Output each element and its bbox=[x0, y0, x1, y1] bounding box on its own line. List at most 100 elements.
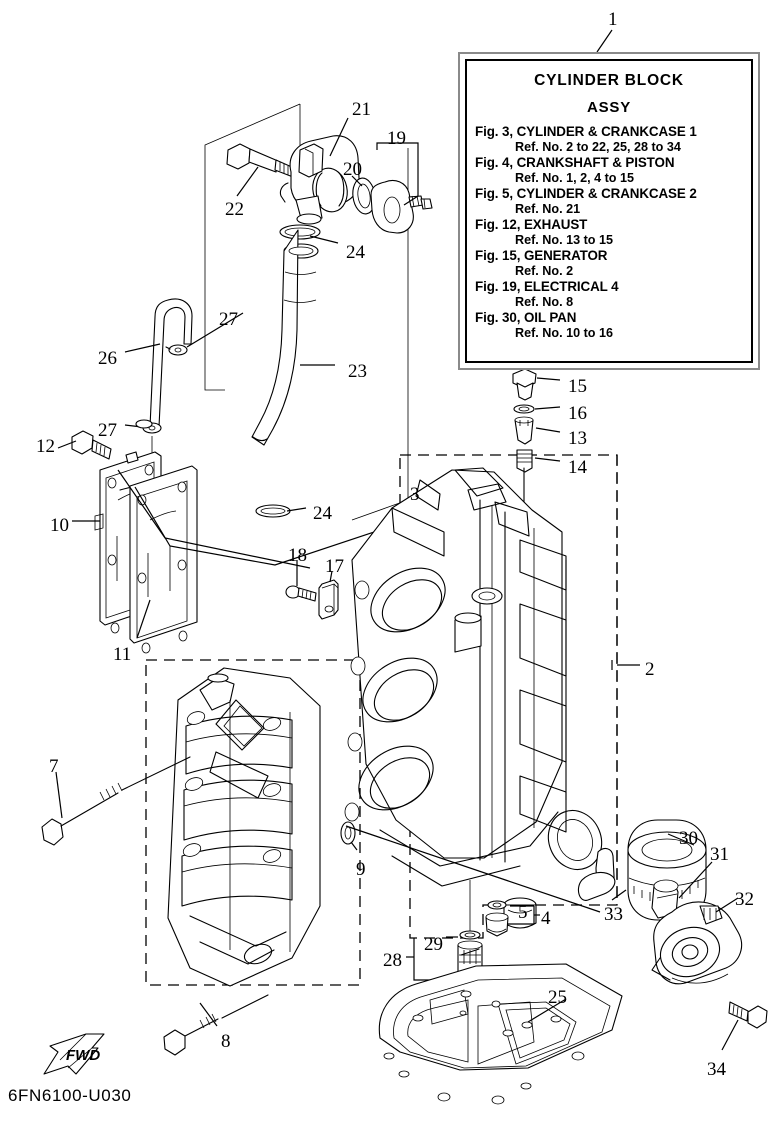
leader-27-upper bbox=[186, 312, 244, 348]
legend-fig: Fig. 4, CRANKSHAFT & PISTON bbox=[475, 155, 675, 170]
callout-4: 4 bbox=[541, 908, 551, 929]
legend-fig: Fig. 30, OIL PAN bbox=[475, 310, 577, 325]
fwd-label: FWD bbox=[66, 1047, 100, 1064]
legend-fig: Fig. 12, EXHAUST bbox=[475, 217, 588, 232]
legend-entry: Fig. 15, GENERATOR Ref. No. 2 bbox=[475, 248, 743, 279]
legend-fig: Fig. 15, GENERATOR bbox=[475, 248, 608, 263]
leader-7 bbox=[55, 771, 63, 819]
callout-24: 24 bbox=[313, 503, 332, 524]
part-27-clamp-cover bbox=[135, 419, 153, 429]
leader-2 bbox=[611, 660, 640, 670]
legend-entry: Fig. 5, CYLINDER & CRANKCASE 2 Ref. No. … bbox=[475, 186, 743, 217]
legend-fig: Fig. 5, CYLINDER & CRANKCASE 2 bbox=[475, 186, 697, 201]
legend-entry: Fig. 30, OIL PAN Ref. No. 10 to 16 bbox=[475, 310, 743, 341]
callout-9: 9 bbox=[356, 859, 366, 880]
leader-33 bbox=[345, 825, 627, 913]
part-31-filter-adapter bbox=[651, 879, 679, 919]
legend-ref: Ref. No. 13 to 15 bbox=[515, 232, 613, 247]
callout-8: 8 bbox=[221, 1031, 231, 1052]
legend-subtitle: ASSY bbox=[586, 99, 632, 116]
callout-15: 15 bbox=[568, 376, 587, 397]
leader-31 bbox=[678, 861, 713, 899]
callout-3: 3 bbox=[410, 484, 420, 505]
legend-inner-frame: CYLINDER BLOCK ASSY Fig. 3, CYLINDER & C… bbox=[465, 59, 753, 363]
legend-ref: Ref. No. 1, 2, 4 to 15 bbox=[515, 170, 634, 185]
part-29-oring bbox=[459, 930, 481, 940]
legend-entry: Fig. 4, CRANKSHAFT & PISTON Ref. No. 1, … bbox=[475, 155, 743, 186]
part-23-water-tube bbox=[251, 229, 319, 446]
callout-7: 7 bbox=[49, 756, 59, 777]
part-22-bolt bbox=[226, 143, 295, 178]
legend-fig: Fig. 19, ELECTRICAL 4 bbox=[475, 279, 619, 294]
callout-24: 24 bbox=[346, 242, 365, 263]
leader-24-upper bbox=[309, 235, 339, 244]
callout-19: 19 bbox=[387, 128, 406, 149]
callout-27: 27 bbox=[219, 309, 238, 330]
callout-33: 33 bbox=[604, 904, 623, 925]
part-crankcase-body bbox=[167, 667, 321, 987]
leader-26 bbox=[124, 343, 161, 353]
part-25-base-gasket bbox=[378, 963, 623, 1105]
part-15-bolt bbox=[512, 368, 537, 401]
leader-4-5 bbox=[508, 905, 540, 925]
leader-16 bbox=[534, 406, 561, 410]
legend-ref: Ref. No. 21 bbox=[515, 201, 581, 216]
sheet-part-number: 6FN6100-U030 bbox=[8, 1086, 132, 1105]
legend-box: CYLINDER BLOCK ASSY Fig. 3, CYLINDER & C… bbox=[458, 52, 760, 370]
part-13-spacer bbox=[514, 416, 534, 445]
leader-14 bbox=[534, 457, 561, 462]
legend-entry: Fig. 3, CYLINDER & CRANKCASE 1 Ref. No. … bbox=[475, 124, 743, 155]
part-2-cylinder-block bbox=[344, 467, 603, 929]
part-26-hose bbox=[149, 298, 193, 428]
callout-21: 21 bbox=[352, 99, 371, 120]
legend-title: CYLINDER BLOCK bbox=[534, 72, 684, 89]
legend-entry: Fig. 12, EXHAUST Ref. No. 13 to 15 bbox=[475, 217, 743, 248]
part-7-bolt bbox=[41, 756, 191, 846]
part-27-clamp-upper bbox=[165, 344, 188, 356]
part-9-oring bbox=[340, 821, 356, 845]
callout-5: 5 bbox=[518, 902, 528, 923]
legend-ref: Ref. No. 2 to 22, 25, 28 to 34 bbox=[515, 139, 681, 154]
part-17-anode bbox=[318, 579, 339, 620]
callout-31: 31 bbox=[710, 844, 729, 865]
leader-19 bbox=[376, 142, 419, 206]
part-24-oring-upper bbox=[279, 224, 321, 240]
callout-34: 34 bbox=[707, 1059, 726, 1080]
leader-21 bbox=[329, 117, 349, 157]
part-5-washer bbox=[487, 900, 507, 910]
callout-17: 17 bbox=[325, 556, 344, 577]
leader-8 bbox=[199, 1002, 218, 1027]
part-33-dowel-pins bbox=[577, 847, 616, 901]
part-34-bolt bbox=[728, 1001, 768, 1029]
part-14-bolt bbox=[516, 449, 533, 511]
callout-16: 16 bbox=[568, 403, 587, 424]
leader-32 bbox=[715, 897, 739, 913]
leader-11 bbox=[136, 599, 151, 639]
callout-28: 28 bbox=[383, 950, 402, 971]
leader-internal-b bbox=[134, 486, 411, 566]
callout-29: 29 bbox=[424, 934, 443, 955]
part-32-filter-bracket bbox=[651, 901, 743, 985]
part-21-thermostat-housing bbox=[279, 135, 360, 225]
part-4-drain-plug bbox=[485, 912, 509, 937]
callout-12: 12 bbox=[36, 436, 55, 457]
legend-ref: Ref. No. 10 to 16 bbox=[515, 325, 613, 340]
leader-20 bbox=[351, 175, 363, 187]
callout-27: 27 bbox=[98, 420, 117, 441]
callout-2: 2 bbox=[645, 659, 655, 680]
callout-23: 23 bbox=[348, 361, 367, 382]
part-16-washer bbox=[513, 404, 535, 414]
part-30-oil-filter bbox=[627, 819, 707, 921]
callout-18: 18 bbox=[288, 545, 307, 566]
part-19-thermostat-cover bbox=[370, 179, 433, 234]
legend-ref: Ref. No. 2 bbox=[515, 263, 574, 278]
callout-22: 22 bbox=[225, 199, 244, 220]
leader-12 bbox=[57, 440, 77, 449]
leader-9 bbox=[350, 841, 358, 851]
callout-32: 32 bbox=[735, 889, 754, 910]
callout-1: 1 bbox=[608, 9, 618, 30]
part-11-exhaust-gasket bbox=[129, 465, 198, 654]
part-20-gasket bbox=[352, 177, 376, 215]
